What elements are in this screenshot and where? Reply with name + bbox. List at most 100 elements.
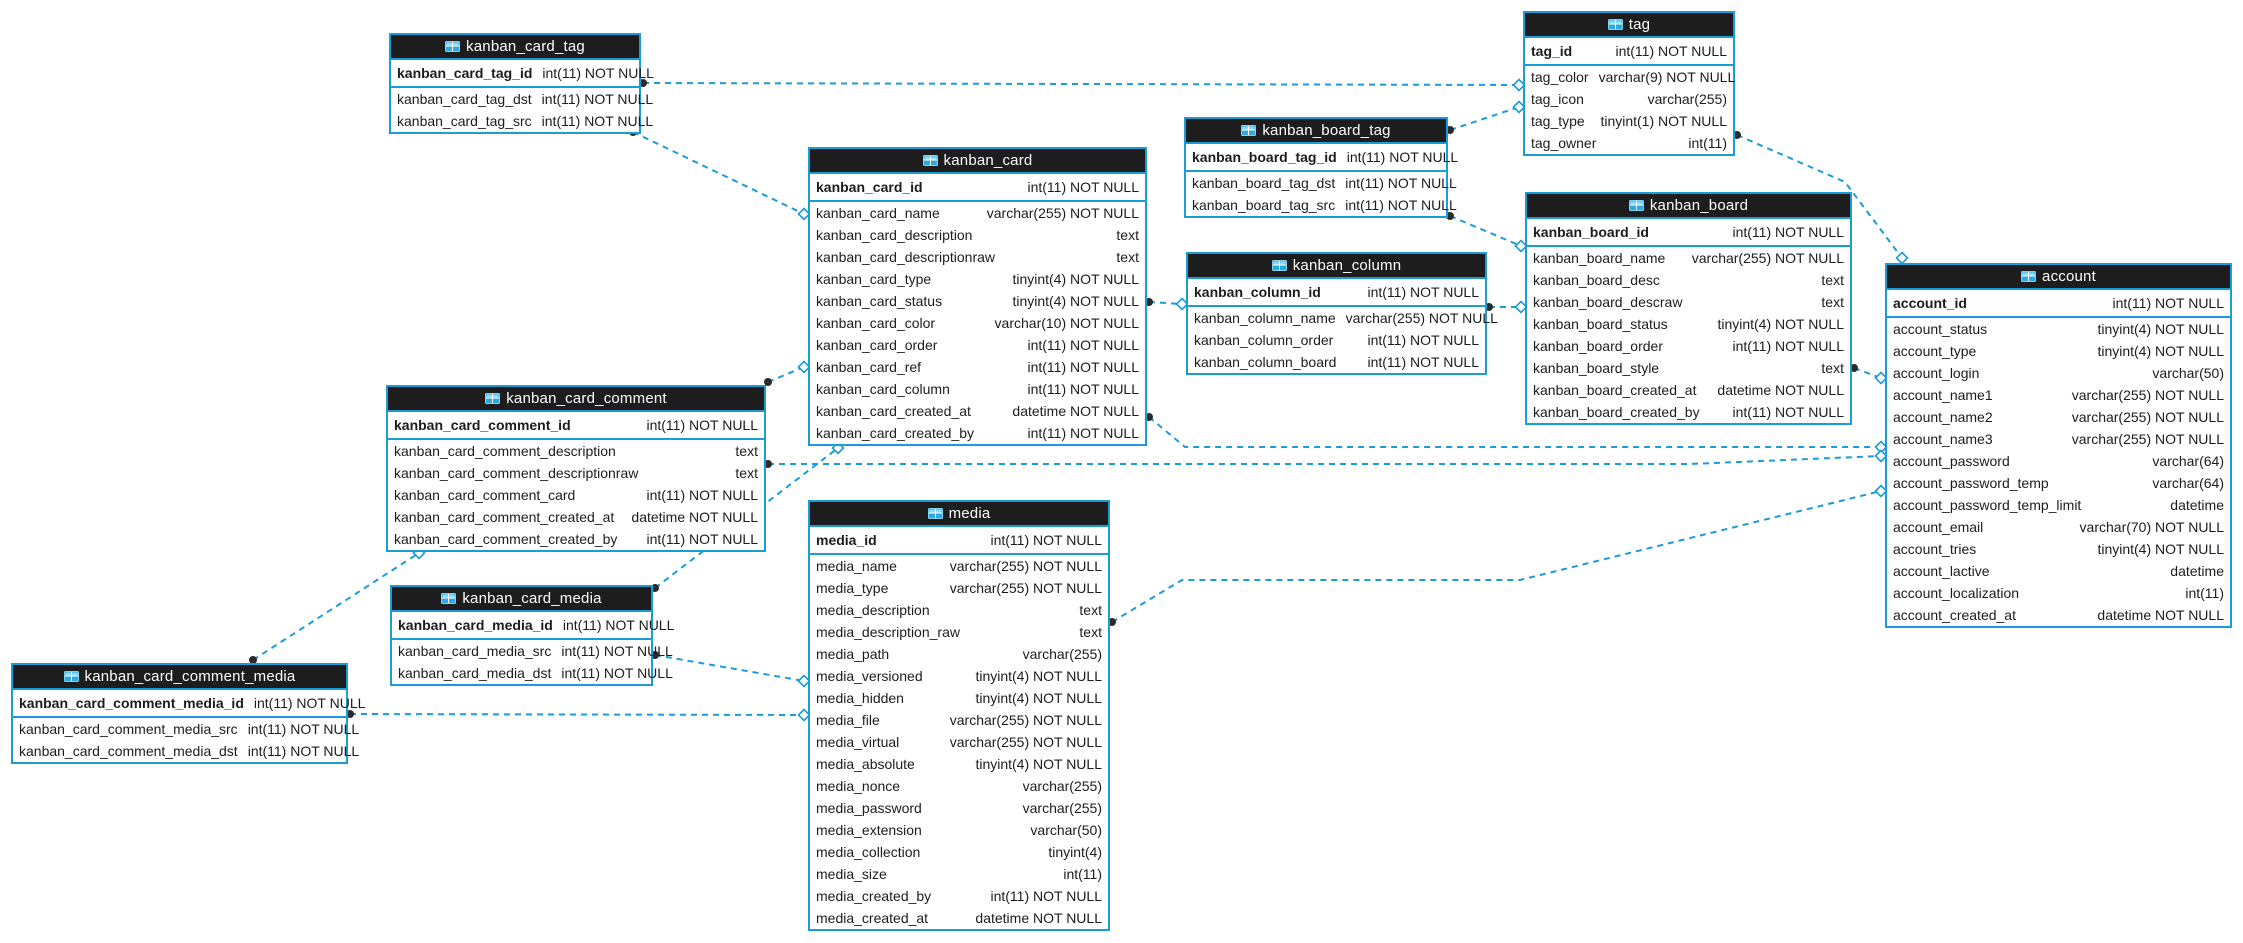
relation-kanban_card-kanban_column[interactable]: [1145, 297, 1189, 311]
relation-kanban_column-kanban_board[interactable]: [1485, 300, 1528, 314]
relation-kanban_board_tag-tag[interactable]: [1446, 100, 1526, 135]
relation-kanban_card_comment_media-media[interactable]: [346, 708, 811, 722]
table-header-kanban_card_media[interactable]: kanban_card_media: [392, 587, 651, 612]
relation-kanban_card_comment-account[interactable]: [764, 449, 1888, 469]
table-header-kanban_board_tag[interactable]: kanban_board_tag: [1186, 119, 1446, 144]
table-header-kanban_card_comment[interactable]: kanban_card_comment: [388, 387, 764, 412]
relation-kanban_card-account[interactable]: [1145, 413, 1888, 454]
relation-media-account[interactable]: [1108, 484, 1888, 627]
table-header-kanban_card_comment_media[interactable]: kanban_card_comment_media: [13, 665, 346, 690]
table-header-media[interactable]: media: [810, 502, 1108, 527]
table-header-kanban_card_tag[interactable]: kanban_card_tag: [391, 35, 639, 60]
table-header-kanban_board[interactable]: kanban_board: [1527, 194, 1850, 219]
table-header-tag[interactable]: tag: [1525, 13, 1733, 38]
relation-kanban_card_tag-kanban_card[interactable]: [629, 128, 811, 221]
relation-kanban_card_media-media[interactable]: [651, 651, 811, 688]
table-header-kanban_card[interactable]: kanban_card: [810, 149, 1145, 174]
table-header-kanban_column[interactable]: kanban_column: [1188, 254, 1485, 279]
relation-kanban_card_comment-kanban_card[interactable]: [764, 360, 811, 387]
relation-kanban_board_tag-kanban_board[interactable]: [1446, 212, 1528, 253]
relation-kanban_card_tag-tag[interactable]: [639, 78, 1526, 92]
